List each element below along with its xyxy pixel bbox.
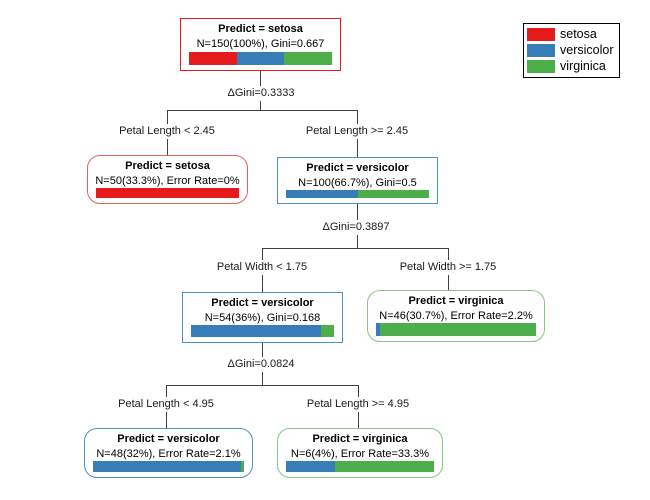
connector-split2-horizontal [262,248,449,249]
bar-segment [320,325,334,337]
node-info: N=50(33.3%), Error Rate=0% [95,175,240,187]
tree-leaf-virginica-46: Predict = virginica N=46(30.7%), Error R… [367,290,545,342]
node-title: Predict = setosa [218,23,303,35]
node-title: Predict = versicolor [117,433,220,445]
class-distribution-bar [93,461,244,472]
tree-leaf-setosa: Predict = setosa N=50(33.3%), Error Rate… [87,155,248,204]
setosa-color-swatch [527,28,555,41]
class-distribution-bar [189,52,332,65]
bar-segment [191,325,321,337]
tree-node-versicolor-54: Predict = versicolor N=54(36%), Gini=0.1… [182,292,343,343]
legend-label: setosa [560,27,597,41]
node-info: N=48(32%), Error Rate=2.1% [96,448,241,460]
split1-left-condition: Petal Length < 2.45 [115,124,219,139]
legend-item-setosa: setosa [527,27,616,42]
tree-leaf-versicolor-48: Predict = versicolor N=48(32%), Error Ra… [84,428,253,478]
tree-node-root: Predict = setosa N=150(100%), Gini=0.667 [180,18,341,71]
bar-segment [189,52,237,65]
split2-right-condition: Petal Width >= 1.75 [395,260,501,275]
node-info: N=54(36%), Gini=0.168 [204,312,321,324]
bar-segment [376,323,380,336]
bar-segment [357,190,429,198]
node-title: Predict = setosa [125,160,210,172]
node-info: N=6(4%), Error Rate=33.3% [290,448,430,460]
bar-segment [96,188,239,198]
class-distribution-bar [96,188,239,198]
split3-right-condition: Petal Length >= 4.95 [302,397,414,412]
legend-label: virginica [560,59,606,73]
split3-dgini-label: ΔGini=0.0824 [223,357,299,372]
class-distribution-bar [376,323,536,336]
split2-dgini-label: ΔGini=0.3897 [318,220,394,235]
tree-node-versicolor-100: Predict = versicolor N=100(66.7%), Gini=… [277,157,438,204]
versicolor-color-swatch [527,44,555,57]
connector-split3-horizontal [166,385,359,386]
node-info: N=46(30.7%), Error Rate=2.2% [379,310,533,322]
legend-item-virginica: virginica [527,59,616,74]
bar-segment [236,52,285,65]
bar-segment [379,323,536,336]
node-title: Predict = versicolor [306,162,409,174]
bar-segment [240,461,244,472]
split2-left-condition: Petal Width < 1.75 [212,260,312,275]
split1-dgini-label: ΔGini=0.3333 [223,86,299,101]
legend: setosa versicolor virginica [523,23,620,78]
node-title: Predict = versicolor [211,297,314,309]
node-info: N=100(66.7%), Gini=0.5 [298,177,417,189]
bar-segment [93,461,241,472]
legend-item-versicolor: versicolor [527,43,616,58]
class-distribution-bar [286,461,434,472]
node-info: N=150(100%), Gini=0.667 [196,38,325,50]
bar-segment [286,190,358,198]
bar-segment [335,461,434,472]
connector-split1-horizontal [167,110,358,111]
class-distribution-bar [191,325,334,337]
legend-label: versicolor [560,43,614,57]
node-title: Predict = virginica [408,295,504,307]
split1-right-condition: Petal Length >= 2.45 [301,124,413,139]
class-distribution-bar [286,190,429,198]
virginica-color-swatch [527,60,555,73]
node-title: Predict = virginica [312,433,408,445]
bar-segment [284,52,332,65]
split3-left-condition: Petal Length < 4.95 [114,397,218,412]
bar-segment [286,461,336,472]
tree-leaf-virginica-6: Predict = virginica N=6(4%), Error Rate=… [277,428,443,478]
